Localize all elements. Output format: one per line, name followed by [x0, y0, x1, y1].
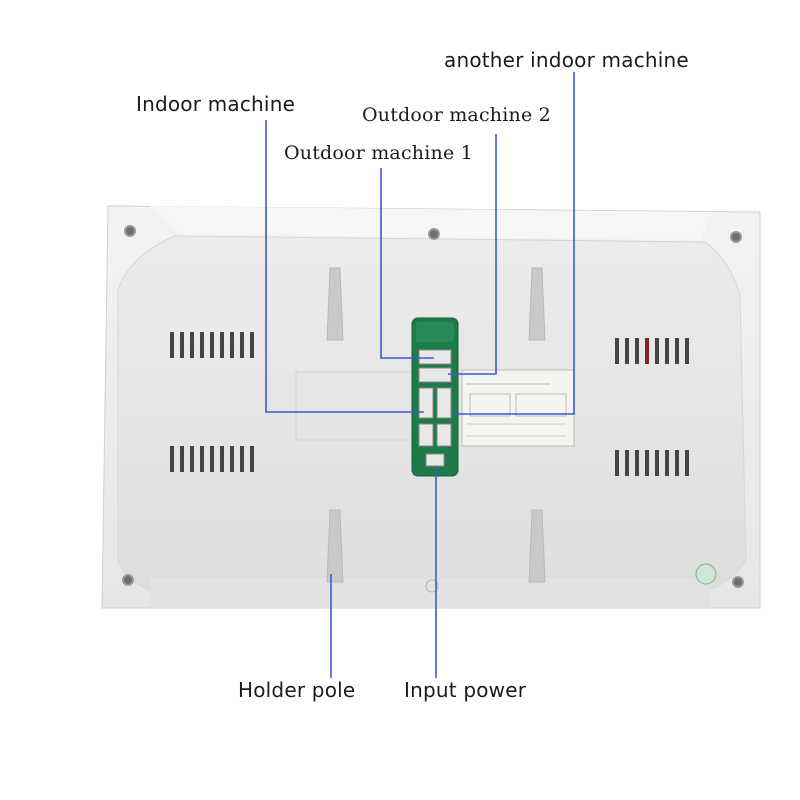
- label-input-power: Input power: [404, 678, 527, 702]
- product-sticker: [461, 369, 575, 447]
- leader-another-indoor: [454, 72, 575, 415]
- vent-grille-icon: [170, 332, 689, 476]
- leader-outdoor2: [448, 134, 497, 375]
- panel-top-bevel: [150, 206, 712, 240]
- panel-bottom-strip: [150, 578, 710, 608]
- label-holder-pole: Holder pole: [238, 678, 356, 702]
- leader-lines: [265, 72, 575, 678]
- screw-icon: [122, 225, 744, 588]
- label-another-indoor-machine: another indoor machine: [444, 48, 689, 72]
- center-logo-icon: [425, 579, 439, 593]
- label-outdoor-machine-1: Outdoor machine 1: [284, 142, 473, 164]
- label-indoor-machine: Indoor machine: [136, 92, 296, 116]
- recycle-emblem-icon: [695, 563, 717, 585]
- hanger-slot-icon: [326, 267, 546, 583]
- connector-icon: [418, 349, 452, 467]
- leader-outdoor1: [380, 168, 434, 359]
- leader-indoor: [265, 120, 424, 413]
- label-outdoor-machine-2: Outdoor machine 2: [362, 104, 551, 126]
